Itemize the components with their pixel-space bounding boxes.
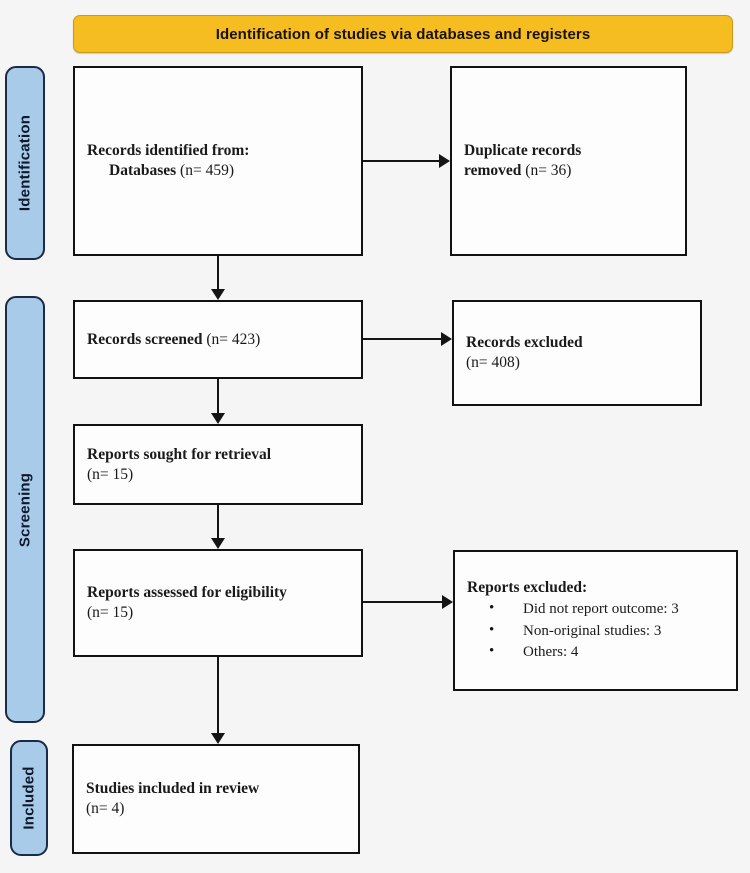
arrowhead-screened-to-sought [211,413,225,424]
banner-title: Identification of studies via databases … [215,25,591,43]
records-excluded-label: Records excluded [466,334,583,352]
box-records-screened: Records screened (n= 423) [73,300,363,379]
box-records-excluded-line1: Records excluded [466,333,688,353]
connector-identified-to-screened [217,256,219,289]
box-duplicate-records-removed: Duplicate records removed (n= 36) [450,66,687,256]
records-identified-label: Records identified from: [87,142,250,160]
box-records-excluded: Records excluded (n= 408) [452,300,702,406]
duplicates-count: (n= 36) [525,162,572,179]
reports-sought-label: Reports sought for retrieval [87,445,272,463]
arrowhead-assessed-to-reports-excluded [442,595,453,609]
list-item: Others: 4 [489,641,724,663]
reports-excluded-label: Reports excluded: [467,578,588,596]
arrowhead-screened-to-records-excluded [441,332,452,346]
box-studies-included-line1: Studies included in review [86,779,346,799]
box-records-identified-line1: Records identified from: [87,141,349,161]
duplicates-label-line1: Duplicate records [464,142,582,160]
arrowhead-sought-to-assessed [211,538,225,549]
box-records-screened-line1: Records screened (n= 423) [87,330,349,350]
box-reports-sought-line1: Reports sought for retrieval [87,445,349,465]
box-reports-assessed-for-eligibility: Reports assessed for eligibility (n= 15) [73,549,363,657]
studies-included-label: Studies included in review [86,780,260,798]
box-reports-assessed-line2: (n= 15) [87,603,349,623]
stage-tab-identification: Identification [5,66,45,260]
box-duplicates-line1: Duplicate records [464,141,673,161]
arrowhead-assessed-to-included [211,733,225,744]
stage-tab-screening: Screening [5,296,45,723]
stage-tab-screening-label: Screening [16,472,34,547]
connector-sought-to-assessed [217,505,219,538]
box-reports-excluded: Reports excluded: Did not report outcome… [453,550,738,691]
connector-screened-to-sought [217,379,219,413]
arrowhead-identified-to-screened [211,289,225,300]
box-studies-included-line2: (n= 4) [86,799,346,819]
stage-tab-identification-label: Identification [16,114,34,212]
records-identified-count: (n= 459) [180,162,234,179]
list-item: Non-original studies: 3 [489,620,724,642]
box-records-excluded-line2: (n= 408) [466,353,688,373]
connector-assessed-to-reports-excluded [363,601,442,603]
reports-sought-count: (n= 15) [87,465,134,483]
box-records-identified: Records identified from: Databases (n= 4… [73,66,363,256]
reports-excluded-reason-list: Did not report outcome: 3 Non-original s… [467,598,724,663]
stage-tab-included-label: Included [20,766,38,830]
records-excluded-count: (n= 408) [466,354,520,371]
records-screened-label: Records screened [87,330,203,348]
connector-identified-to-duplicates [363,160,439,162]
box-reports-sought-for-retrieval: Reports sought for retrieval (n= 15) [73,424,363,505]
duplicates-label-line2: removed [464,162,522,179]
records-identified-source: Databases [109,162,177,179]
arrowhead-identified-to-duplicates [439,154,450,168]
connector-screened-to-records-excluded [363,338,441,340]
connector-assessed-to-included [217,657,219,733]
studies-included-count: (n= 4) [86,800,125,817]
records-screened-count: (n= 423) [206,330,261,348]
stage-tab-included: Included [10,740,48,856]
box-reports-sought-line2: (n= 15) [87,465,349,485]
reports-assessed-label: Reports assessed for eligibility [87,584,287,602]
box-reports-assessed-line1: Reports assessed for eligibility [87,583,349,603]
box-studies-included-in-review: Studies included in review (n= 4) [72,744,360,854]
box-reports-excluded-heading: Reports excluded: [467,578,724,598]
list-item: Did not report outcome: 3 [489,598,724,620]
reports-assessed-count: (n= 15) [87,604,134,621]
box-records-identified-line2: Databases (n= 459) [87,161,349,181]
diagram-banner: Identification of studies via databases … [73,15,733,53]
box-duplicates-line2: removed (n= 36) [464,161,673,181]
